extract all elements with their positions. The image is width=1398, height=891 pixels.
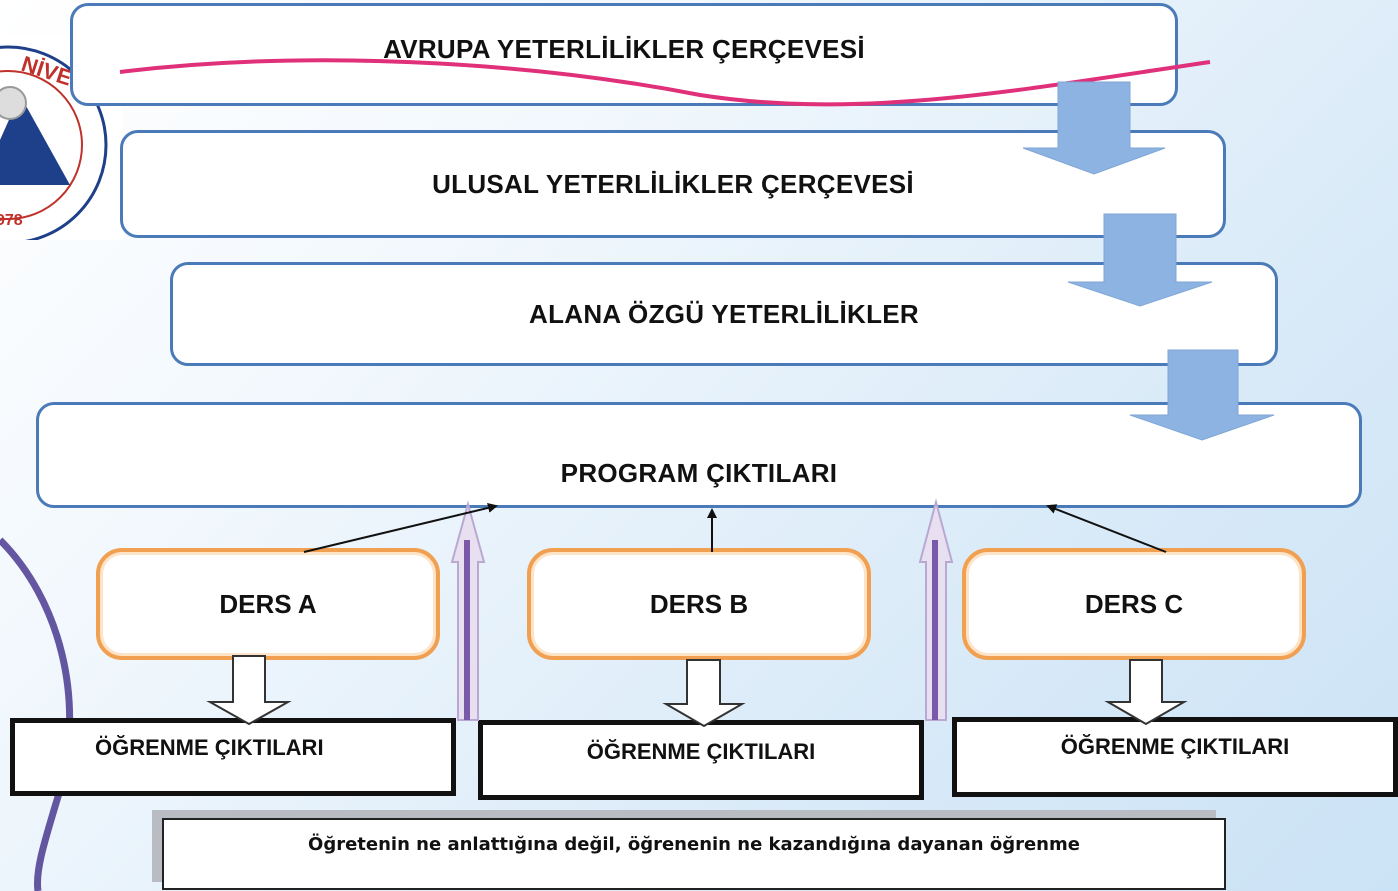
hollow-down-arrow-b (662, 659, 746, 728)
learning-outcomes-b-label: ÖĞRENME ÇIKTILARI (586, 739, 816, 764)
purple-up-arrow-1 (450, 500, 486, 721)
course-b-box: DERS B (527, 548, 871, 660)
learning-outcomes-c-box: ÖĞRENME ÇIKTILARI (952, 717, 1398, 797)
program-outcomes-box: PROGRAM ÇIKTILARI (36, 402, 1362, 508)
field-qualifications-label: ALANA ÖZGÜ YETERLİLİKLER (529, 298, 919, 329)
learning-principle-note: Öğretenin ne anlattığına değil, öğreneni… (162, 818, 1226, 890)
program-outcomes-label: PROGRAM ÇIKTILARI (560, 457, 838, 488)
purple-up-arrow-2 (918, 498, 954, 721)
national-framework-label: ULUSAL YETERLİLİKLER ÇERÇEVESİ (432, 168, 914, 199)
course-a-label: DERS A (219, 588, 317, 619)
course-c-box: DERS C (962, 548, 1306, 660)
learning-outcomes-c-label: ÖĞRENME ÇIKTILARI (1060, 734, 1290, 759)
learning-principle-text: Öğretenin ne anlattığına değil, öğreneni… (308, 834, 1080, 855)
link-arrow-a (303, 503, 498, 553)
hollow-down-arrow-a (206, 655, 292, 726)
link-arrow-c (1046, 504, 1167, 553)
logo-year: 978 (0, 212, 23, 229)
national-framework-box: ULUSAL YETERLİLİKLER ÇERÇEVESİ (120, 130, 1226, 238)
european-framework-box: AVRUPA YETERLİLİKLER ÇERÇEVESİ (70, 3, 1178, 106)
learning-outcomes-b-box: ÖĞRENME ÇIKTILARI (478, 720, 924, 800)
university-logo: NİVERSİTESİ 978 (0, 35, 123, 240)
learning-outcomes-a-box: ÖĞRENME ÇIKTILARI (10, 718, 456, 796)
field-qualifications-box: ALANA ÖZGÜ YETERLİLİKLER (170, 262, 1278, 366)
course-a-box: DERS A (96, 548, 440, 660)
course-c-label: DERS C (1084, 588, 1184, 619)
european-framework-label: AVRUPA YETERLİLİKLER ÇERÇEVESİ (383, 34, 865, 64)
course-b-label: DERS B (649, 588, 749, 619)
learning-outcomes-a-label: ÖĞRENME ÇIKTILARI (95, 735, 324, 760)
hollow-down-arrow-c (1104, 659, 1188, 726)
